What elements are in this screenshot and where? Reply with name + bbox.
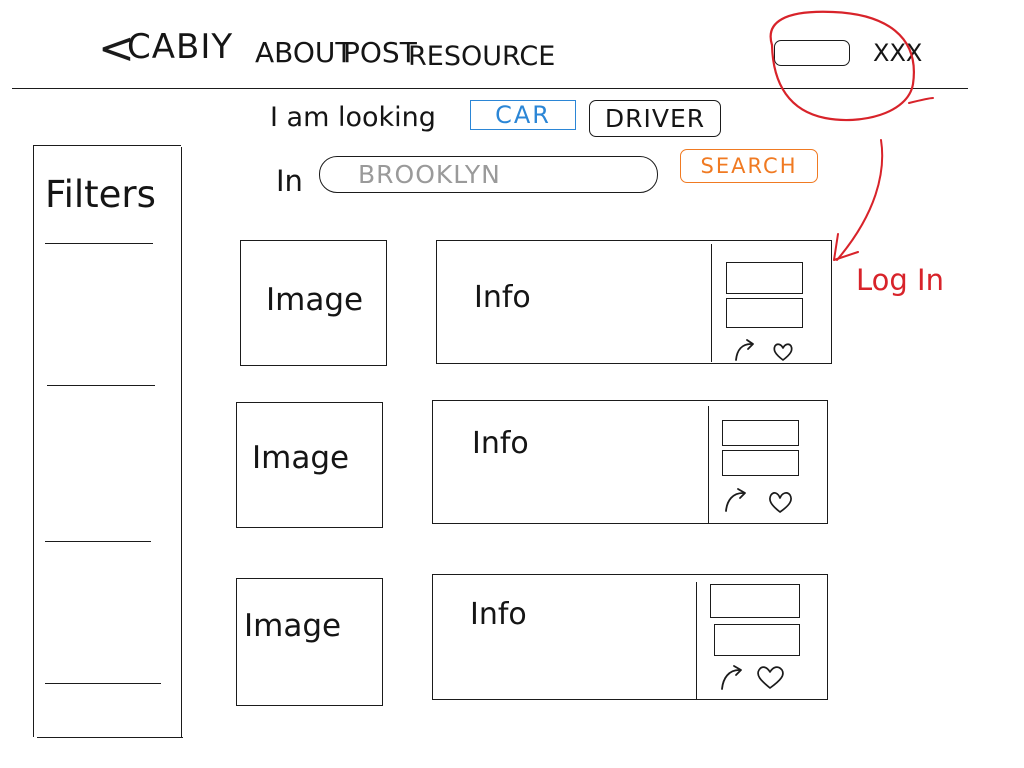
- listing-button-secondary[interactable]: [726, 298, 803, 328]
- login-annotation-arrow: [833, 139, 884, 261]
- app-header: < CABIY ABOUT POST RESOURCE XXX: [0, 0, 1024, 100]
- share-arrow-icon[interactable]: [722, 486, 750, 514]
- login-annotation-circle: [769, 10, 934, 122]
- listing-image[interactable]: [236, 578, 383, 706]
- location-input[interactable]: [319, 156, 658, 193]
- listing-image-label: Image: [252, 440, 350, 476]
- listing-action-divider: [711, 244, 712, 362]
- location-prefix: In: [276, 164, 303, 198]
- listing-info: [436, 240, 832, 364]
- login-annotation-label: Log In: [856, 263, 944, 297]
- listing-image[interactable]: [240, 240, 387, 366]
- driver-option-button[interactable]: DRIVER: [589, 100, 721, 137]
- heart-icon[interactable]: [753, 664, 787, 692]
- listing-image-label: Image: [244, 608, 342, 644]
- listing-info: [432, 574, 828, 700]
- heart-icon[interactable]: [771, 341, 795, 363]
- listing-info: [432, 400, 828, 524]
- listing-button-primary[interactable]: [726, 262, 803, 294]
- filter-option-4[interactable]: [45, 683, 161, 684]
- listing-card-1[interactable]: Image Info: [240, 238, 836, 368]
- search-button[interactable]: SEARCH: [680, 149, 818, 183]
- listing-info-label: Info: [470, 597, 527, 632]
- listing-button-primary[interactable]: [710, 584, 800, 618]
- listing-button-secondary[interactable]: [714, 624, 800, 656]
- filters-bottom-border: [37, 737, 183, 738]
- share-arrow-icon[interactable]: [732, 338, 758, 364]
- listing-image-label: Image: [266, 282, 364, 318]
- filters-title: Filters: [45, 173, 156, 216]
- listing-info-label: Info: [472, 426, 529, 461]
- nav-resource[interactable]: RESOURCE: [408, 41, 556, 72]
- looking-prompt: I am looking: [270, 102, 436, 133]
- filter-option-2[interactable]: [47, 385, 155, 386]
- listing-action-divider: [708, 406, 709, 524]
- car-option-button[interactable]: CAR: [470, 100, 576, 130]
- share-arrow-icon[interactable]: [718, 662, 746, 692]
- filters-right-border: [181, 147, 182, 737]
- user-avatar[interactable]: [774, 40, 850, 66]
- listing-card-2[interactable]: Image Info: [236, 398, 832, 532]
- filter-option-1[interactable]: [45, 243, 153, 244]
- header-divider: [12, 88, 968, 89]
- listing-action-divider: [696, 582, 697, 700]
- nav-post[interactable]: POST: [343, 36, 417, 69]
- filters-top-border: [33, 145, 181, 146]
- back-icon[interactable]: <: [98, 23, 135, 74]
- listing-button-primary[interactable]: [722, 420, 799, 446]
- filters-left-border: [33, 145, 34, 737]
- filters-panel: Filters: [33, 145, 183, 741]
- listing-card-3[interactable]: Image Info: [236, 572, 832, 708]
- nav-about[interactable]: ABOUT: [255, 36, 353, 69]
- listing-info-label: Info: [474, 280, 531, 315]
- filter-option-3[interactable]: [45, 541, 151, 542]
- listing-button-secondary[interactable]: [722, 450, 799, 476]
- listing-image[interactable]: [236, 402, 383, 528]
- brand-logo[interactable]: CABIY: [127, 27, 234, 67]
- heart-icon[interactable]: [766, 490, 794, 515]
- search-section: I am looking CAR DRIVER In SEARCH: [260, 92, 840, 208]
- user-name[interactable]: XXX: [873, 39, 923, 67]
